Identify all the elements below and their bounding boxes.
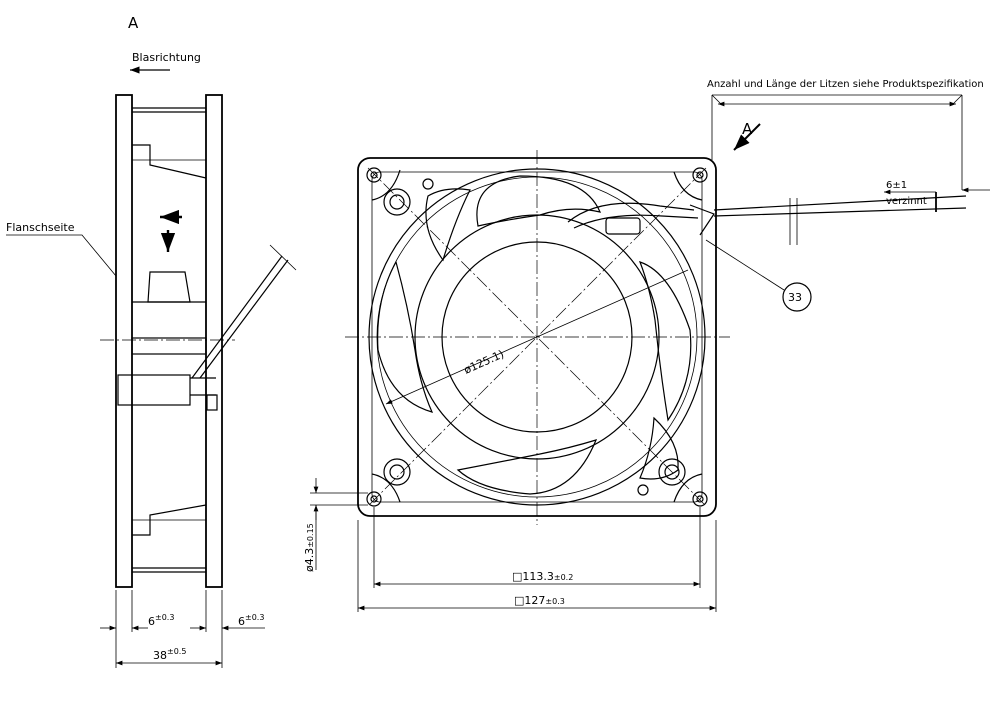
side-view: A Blasrichtung Flanschseite (6, 14, 297, 668)
view-arrow (733, 123, 761, 151)
flange-left (115, 94, 133, 588)
hole-spacing-label: □113.3±0.2 (512, 570, 573, 583)
flange-label: Flanschseite (6, 221, 75, 234)
dim-depth: 38±0.5 (153, 647, 186, 662)
lead-wires: Anzahl und Länge der Litzen siehe Produk… (705, 79, 990, 312)
hub-diameter-label: ø125.1) (462, 348, 506, 377)
front-view: ø125.1) ø4.3±0.15 (303, 150, 730, 612)
lead-note: Anzahl und Länge der Litzen siehe Produk… (707, 79, 984, 90)
item-balloon (782, 282, 812, 312)
strip-finish-label: verzinnt (886, 196, 927, 207)
mounting-holes (366, 167, 708, 507)
strip-length-label: 6±1 (886, 180, 907, 191)
view-label: A (128, 14, 139, 32)
item-number: 33 (788, 291, 802, 304)
strut-screws (383, 178, 686, 496)
impeller-blades (377, 175, 692, 495)
airflow-label: Blasrichtung (132, 51, 201, 64)
dim-flange-left: 6±0.3 (148, 613, 174, 628)
frame-size-label: □127±0.3 (514, 594, 565, 607)
view-marker-label: A (742, 120, 753, 138)
dim-flange-right: 6±0.3 (238, 613, 264, 628)
motor-hub-side (147, 271, 191, 303)
hole-diameter-label: ø4.3±0.15 (303, 523, 316, 572)
